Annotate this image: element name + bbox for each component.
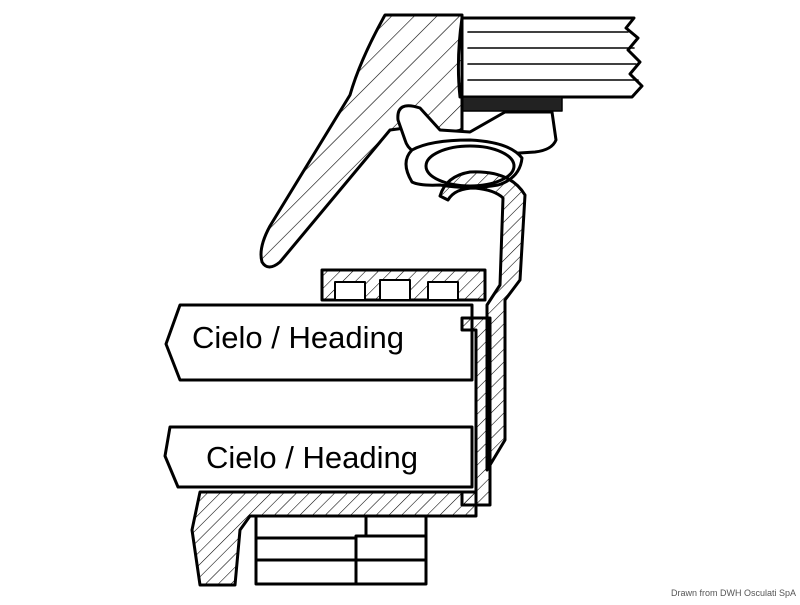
top-trim-strip: [456, 16, 644, 112]
upper-deck-section: [259, 13, 464, 269]
upper-heading-label: Cielo / Heading: [192, 320, 404, 355]
curved-profile-arm: [438, 170, 527, 472]
lower-heading-label: Cielo / Heading: [206, 440, 418, 475]
base-mounting-blocks: [254, 514, 428, 586]
drawing-credit: Drawn from DWH Osculati SpA: [671, 588, 796, 598]
upper-heading-panel: [164, 303, 474, 382]
lower-heading-panel: [163, 425, 474, 489]
